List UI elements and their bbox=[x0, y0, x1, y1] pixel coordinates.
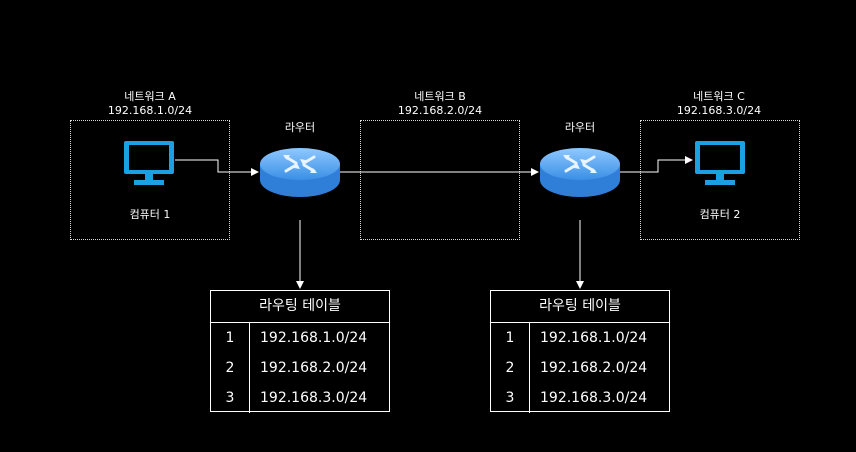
network-a-box bbox=[70, 120, 230, 240]
computer-1-label: 컴퓨터 1 bbox=[129, 208, 171, 221]
network-c-name: 네트워크 C bbox=[693, 90, 745, 103]
routing-table-1: 라우팅 테이블 1 192.168.1.0/24 2 192.168.2.0/2… bbox=[210, 290, 390, 413]
table-row: 1 192.168.1.0/24 bbox=[211, 323, 389, 353]
row-address: 192.168.1.0/24 bbox=[260, 330, 368, 346]
router-1-label: 라우터 bbox=[284, 121, 316, 134]
table-row: 2 192.168.2.0/24 bbox=[211, 353, 389, 383]
network-c-box bbox=[640, 120, 800, 240]
network-b-box bbox=[360, 120, 520, 240]
link-computer1-router1 bbox=[175, 159, 259, 176]
row-address: 192.168.3.0/24 bbox=[260, 390, 368, 406]
computer-2-label: 컴퓨터 2 bbox=[699, 208, 741, 221]
network-a-name: 네트워크 A bbox=[124, 90, 176, 103]
router-icon bbox=[540, 148, 620, 197]
table-row: 3 192.168.3.0/24 bbox=[211, 383, 389, 413]
network-a-label: 네트워크 A 192.168.1.0/24 bbox=[90, 90, 210, 118]
row-number: 2 bbox=[211, 353, 250, 383]
routing-table-title: 라우팅 테이블 bbox=[491, 291, 669, 323]
router-2-label: 라우터 bbox=[564, 121, 596, 134]
row-number: 1 bbox=[491, 323, 530, 353]
row-address: 192.168.2.0/24 bbox=[260, 360, 368, 376]
routing-table-title: 라우팅 테이블 bbox=[211, 291, 389, 323]
row-address: 192.168.1.0/24 bbox=[540, 330, 648, 346]
row-number: 2 bbox=[491, 353, 530, 383]
row-number: 3 bbox=[211, 383, 250, 413]
network-a-subnet: 192.168.1.0/24 bbox=[107, 104, 193, 117]
row-number: 1 bbox=[211, 323, 250, 353]
table-row: 1 192.168.1.0/24 bbox=[491, 323, 669, 353]
row-address: 192.168.2.0/24 bbox=[540, 360, 648, 376]
row-address: 192.168.3.0/24 bbox=[540, 390, 648, 406]
link-router2-computer2 bbox=[620, 156, 693, 173]
network-b-subnet: 192.168.2.0/24 bbox=[397, 104, 483, 117]
monitor-icon bbox=[695, 141, 745, 185]
row-number: 3 bbox=[491, 383, 530, 413]
network-b-label: 네트워크 B 192.168.2.0/24 bbox=[380, 90, 500, 118]
routing-table-2: 라우팅 테이블 1 192.168.1.0/24 2 192.168.2.0/2… bbox=[490, 290, 670, 413]
table-row: 3 192.168.3.0/24 bbox=[491, 383, 669, 413]
table-row: 2 192.168.2.0/24 bbox=[491, 353, 669, 383]
network-c-subnet: 192.168.3.0/24 bbox=[676, 104, 762, 117]
monitor-icon bbox=[124, 141, 174, 185]
network-b-name: 네트워크 B bbox=[414, 90, 466, 103]
network-c-label: 네트워크 C 192.168.3.0/24 bbox=[659, 90, 779, 118]
router-icon bbox=[260, 148, 340, 197]
